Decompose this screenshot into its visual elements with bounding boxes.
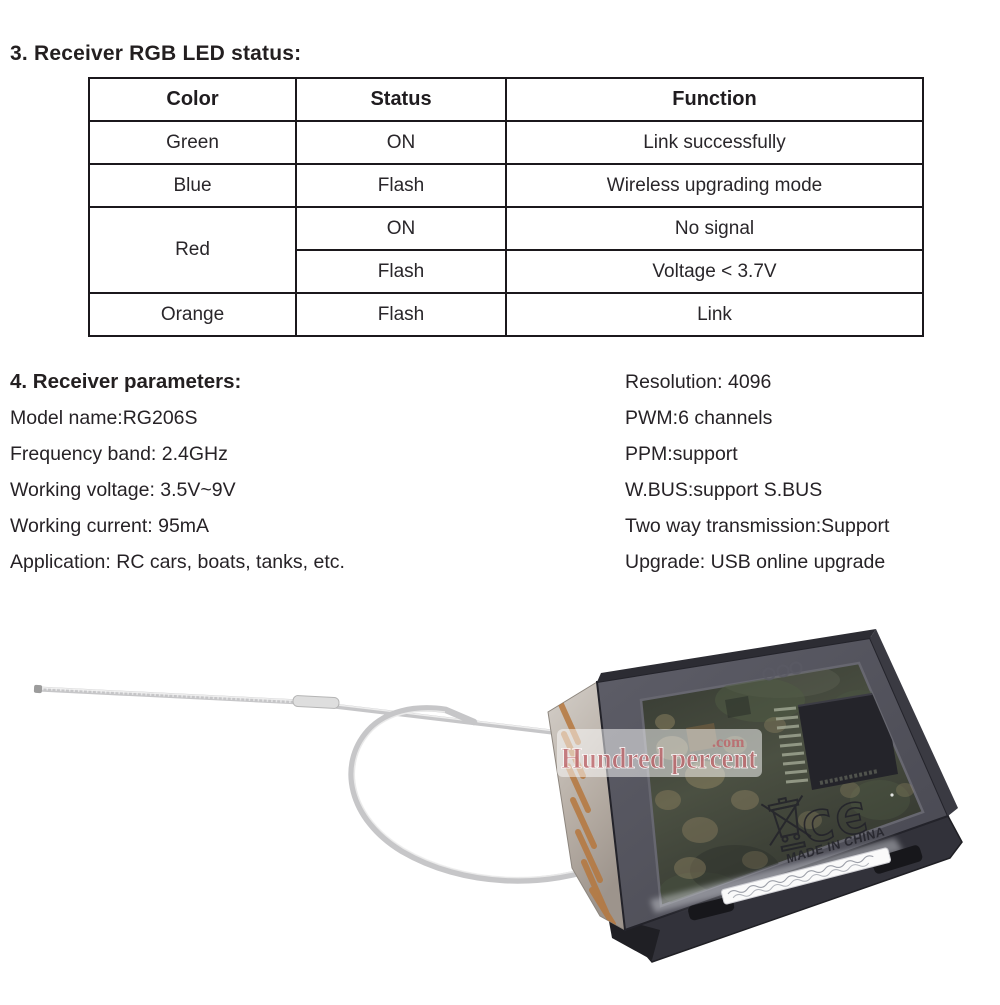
- col-header-status: Status: [295, 77, 507, 122]
- led-status-table: Color Status Function Green ON Link succ…: [88, 77, 924, 337]
- col-header-function: Function: [505, 77, 924, 122]
- table-row: Green ON Link successfully: [88, 120, 924, 165]
- cell-function: No signal: [505, 206, 924, 251]
- parameters-heading: 4. Receiver parameters:: [10, 370, 242, 393]
- case-right-bevel: [870, 629, 958, 816]
- cell-status: ON: [295, 120, 507, 165]
- spec-application: Application: RC cars, boats, tanks, etc.: [10, 551, 345, 573]
- cell-color: Green: [88, 120, 297, 165]
- table-row: Blue Flash Wireless upgrading mode: [88, 163, 924, 208]
- dust-speck: [890, 793, 894, 797]
- cell-color: Red: [88, 206, 297, 294]
- ic-pins: [773, 706, 809, 784]
- spec-transmission: Two way transmission:Support: [625, 515, 890, 537]
- spec-wbus: W.BUS:support S.BUS: [625, 479, 823, 501]
- barcode-label: [720, 847, 892, 905]
- antenna-wire: [33, 684, 616, 884]
- antenna-crimp-sleeve: [292, 695, 340, 709]
- receiver-parameters-section: 4. Receiver parameters: Model name:RG206…: [10, 364, 995, 580]
- connector-slot: [871, 845, 923, 874]
- table-row: Flash Voltage < 3.7V: [89, 249, 924, 294]
- receiver-device: CЄ MADE IN CHINA: [547, 629, 963, 963]
- cell-color: Orange: [88, 292, 297, 337]
- watermark: Hundred percent .com: [557, 729, 762, 777]
- case-top-bevel: [597, 629, 876, 682]
- table-row: Orange Flash Link: [88, 292, 924, 337]
- spec-working-current: Working current: 95mA: [10, 515, 210, 537]
- pcb-inside: [655, 663, 914, 906]
- antenna-tip: [33, 684, 43, 694]
- watermark-suffix: .com: [712, 734, 745, 751]
- connector-slot: [688, 896, 735, 921]
- antenna-loop: [348, 705, 616, 884]
- spec-upgrade: Upgrade: USB online upgrade: [625, 551, 886, 573]
- spec-working-voltage: Working voltage: 3.5V~9V: [10, 479, 236, 501]
- spec-ppm: PPM:support: [625, 443, 738, 465]
- cell-status: ON: [295, 206, 507, 251]
- spec-model-name: Model name:RG206S: [10, 407, 198, 429]
- parameters-left-column: 4. Receiver parameters: Model name:RG206…: [10, 364, 625, 580]
- ic-chip: [798, 692, 898, 790]
- parameters-right-column: Resolution: 4096 PWM:6 channels PPM:supp…: [625, 364, 995, 580]
- spec-pwm: PWM:6 channels: [625, 407, 773, 429]
- led-holes: [762, 661, 803, 681]
- cell-status: Flash: [295, 249, 507, 294]
- receiver-photo-svg: CЄ MADE IN CHINA Hundred percent .com: [33, 629, 963, 963]
- cell-function: Voltage < 3.7V: [505, 249, 924, 294]
- cell-color: Blue: [88, 163, 297, 208]
- cell-status: Flash: [295, 292, 507, 337]
- weee-bin-icon: [760, 795, 812, 853]
- cell-function: Link successfully: [505, 120, 924, 165]
- led-status-heading: 3. Receiver RGB LED status:: [10, 42, 302, 65]
- cell-function: Wireless upgrading mode: [505, 163, 924, 208]
- table-row: Red ON No signal: [88, 206, 924, 294]
- spec-frequency-band: Frequency band: 2.4GHz: [10, 443, 228, 465]
- table-header-row: Color Status Function: [88, 77, 924, 122]
- spec-resolution: Resolution: 4096: [625, 371, 772, 393]
- cell-status: Flash: [295, 163, 507, 208]
- watermark-text: Hundred percent: [561, 742, 757, 775]
- cell-function: Link: [505, 292, 924, 337]
- col-header-color: Color: [88, 77, 297, 122]
- product-photo: CЄ MADE IN CHINA Hundred percent .com: [0, 600, 1000, 1000]
